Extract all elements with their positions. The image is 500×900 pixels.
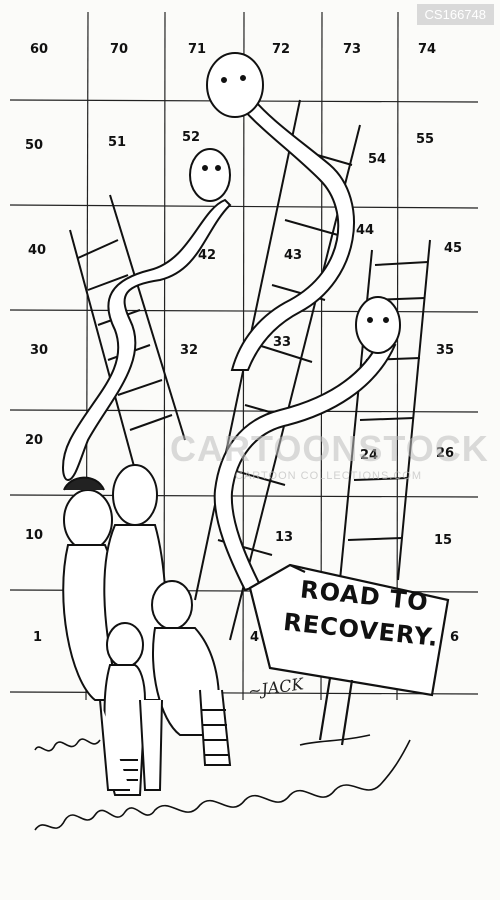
watermark: CARTOONSTOCK xyxy=(170,428,489,469)
board-number: 73 xyxy=(343,42,362,57)
cartoon-id-badge: CS166748 xyxy=(416,4,494,25)
board-number: 44 xyxy=(356,223,375,238)
board-number: 72 xyxy=(272,42,291,57)
board-number: 32 xyxy=(180,343,199,358)
ground-scribbles xyxy=(34,734,411,831)
board-number: 13 xyxy=(275,530,294,545)
road-to-recovery-sign xyxy=(248,563,450,746)
board-number: 33 xyxy=(273,335,292,350)
board-number: 26 xyxy=(436,446,455,461)
board-number: 20 xyxy=(25,433,44,448)
board-number: 51 xyxy=(108,135,127,150)
board-number: 24 xyxy=(360,448,379,463)
board-number: 71 xyxy=(188,42,207,57)
ladder-center xyxy=(194,99,361,641)
board-number: 30 xyxy=(30,343,49,358)
board-number: 42 xyxy=(198,248,217,263)
board-number: 52 xyxy=(182,130,201,145)
board-number: 15 xyxy=(434,533,453,548)
board-number: 1 xyxy=(33,630,43,645)
board-number: 54 xyxy=(368,152,387,167)
people-group xyxy=(62,464,232,796)
ladder-right xyxy=(339,239,431,581)
board-number: 55 xyxy=(416,132,435,147)
board-number: 74 xyxy=(418,42,437,57)
board-number: 60 xyxy=(30,42,49,57)
board-number: 35 xyxy=(436,343,455,358)
board-number: 70 xyxy=(110,42,129,57)
board-number: 10 xyxy=(25,528,44,543)
snake-left xyxy=(62,148,232,482)
snake-top xyxy=(206,52,355,371)
board-number: 40 xyxy=(28,243,47,258)
board-number: 43 xyxy=(284,248,303,263)
board-number: 6 xyxy=(450,630,460,645)
board-number: 45 xyxy=(444,241,463,256)
watermark-subtext: CARTOON COLLECTIONS.COM xyxy=(235,470,423,482)
board-number: 4 xyxy=(250,630,260,645)
board-number: 50 xyxy=(25,138,44,153)
